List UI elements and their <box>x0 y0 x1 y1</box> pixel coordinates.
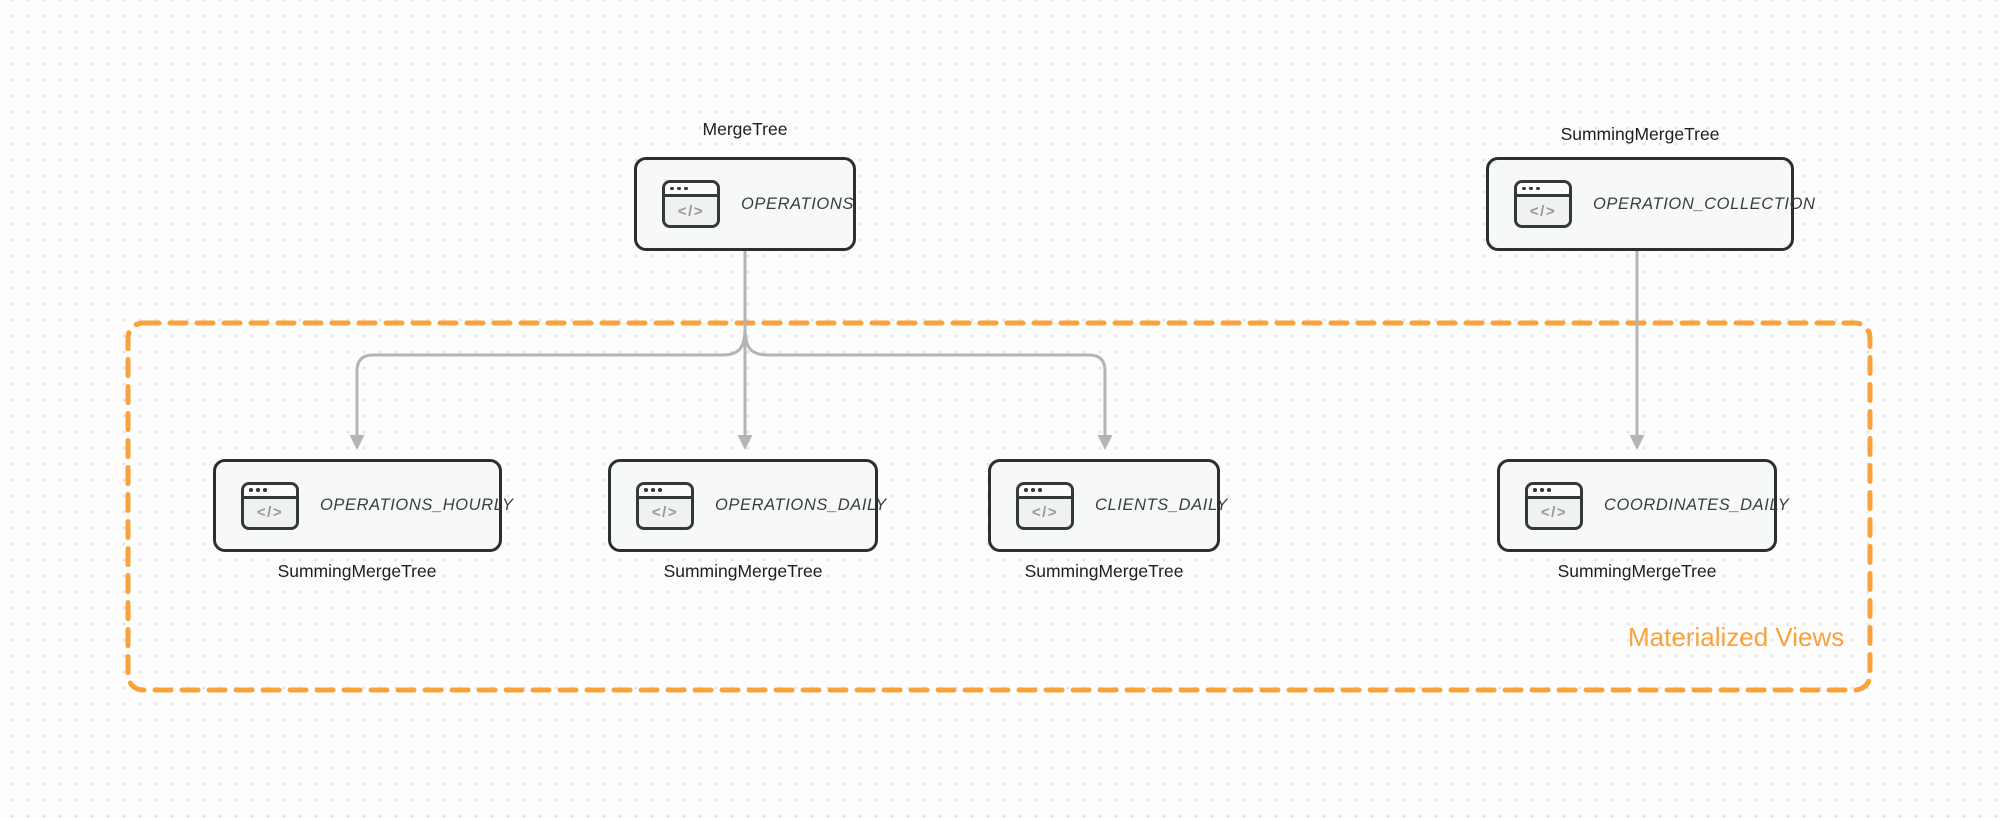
table-name: OPERATIONS_DAILY <box>715 496 887 514</box>
code-window-icon: </> <box>1016 481 1074 530</box>
node-operations-daily[interactable]: </> OPERATIONS_DAILY <box>608 459 886 552</box>
node-clients-daily[interactable]: </> CLIENTS_DAILY <box>988 459 1227 552</box>
table-name: CLIENTS_DAILY <box>1095 496 1228 514</box>
table-name: OPERATIONS <box>741 194 854 213</box>
node-operations[interactable]: </> OPERATIONS <box>634 157 856 251</box>
engine-label-coordinates-daily: SummingMergeTree <box>1557 561 1717 581</box>
engine-label-operations: MergeTree <box>702 119 788 139</box>
engine-label-operations-hourly: SummingMergeTree <box>277 561 437 581</box>
engine-label-operations-daily: SummingMergeTree <box>663 561 823 581</box>
engine-label-clients-daily: SummingMergeTree <box>1024 561 1184 581</box>
table-name: OPERATION_COLLECTION <box>1593 194 1816 213</box>
code-window-icon: </> <box>662 180 720 228</box>
code-window-icon: </> <box>241 481 299 530</box>
node-operations-hourly[interactable]: </> OPERATIONS_HOURLY <box>213 459 513 552</box>
table-name: OPERATIONS_HOURLY <box>320 496 514 514</box>
table-name: COORDINATES_DAILY <box>1604 496 1790 514</box>
engine-label-operation-collection: SummingMergeTree <box>1560 124 1720 144</box>
code-window-icon: </> <box>1514 180 1572 228</box>
node-coordinates-daily[interactable]: </> COORDINATES_DAILY <box>1497 459 1789 552</box>
materialized-views-label: Materialized Views <box>1628 622 1845 652</box>
code-window-icon: </> <box>636 481 694 530</box>
code-window-icon: </> <box>1525 481 1583 530</box>
node-operation-collection[interactable]: </> OPERATION_COLLECTION <box>1486 157 1815 251</box>
